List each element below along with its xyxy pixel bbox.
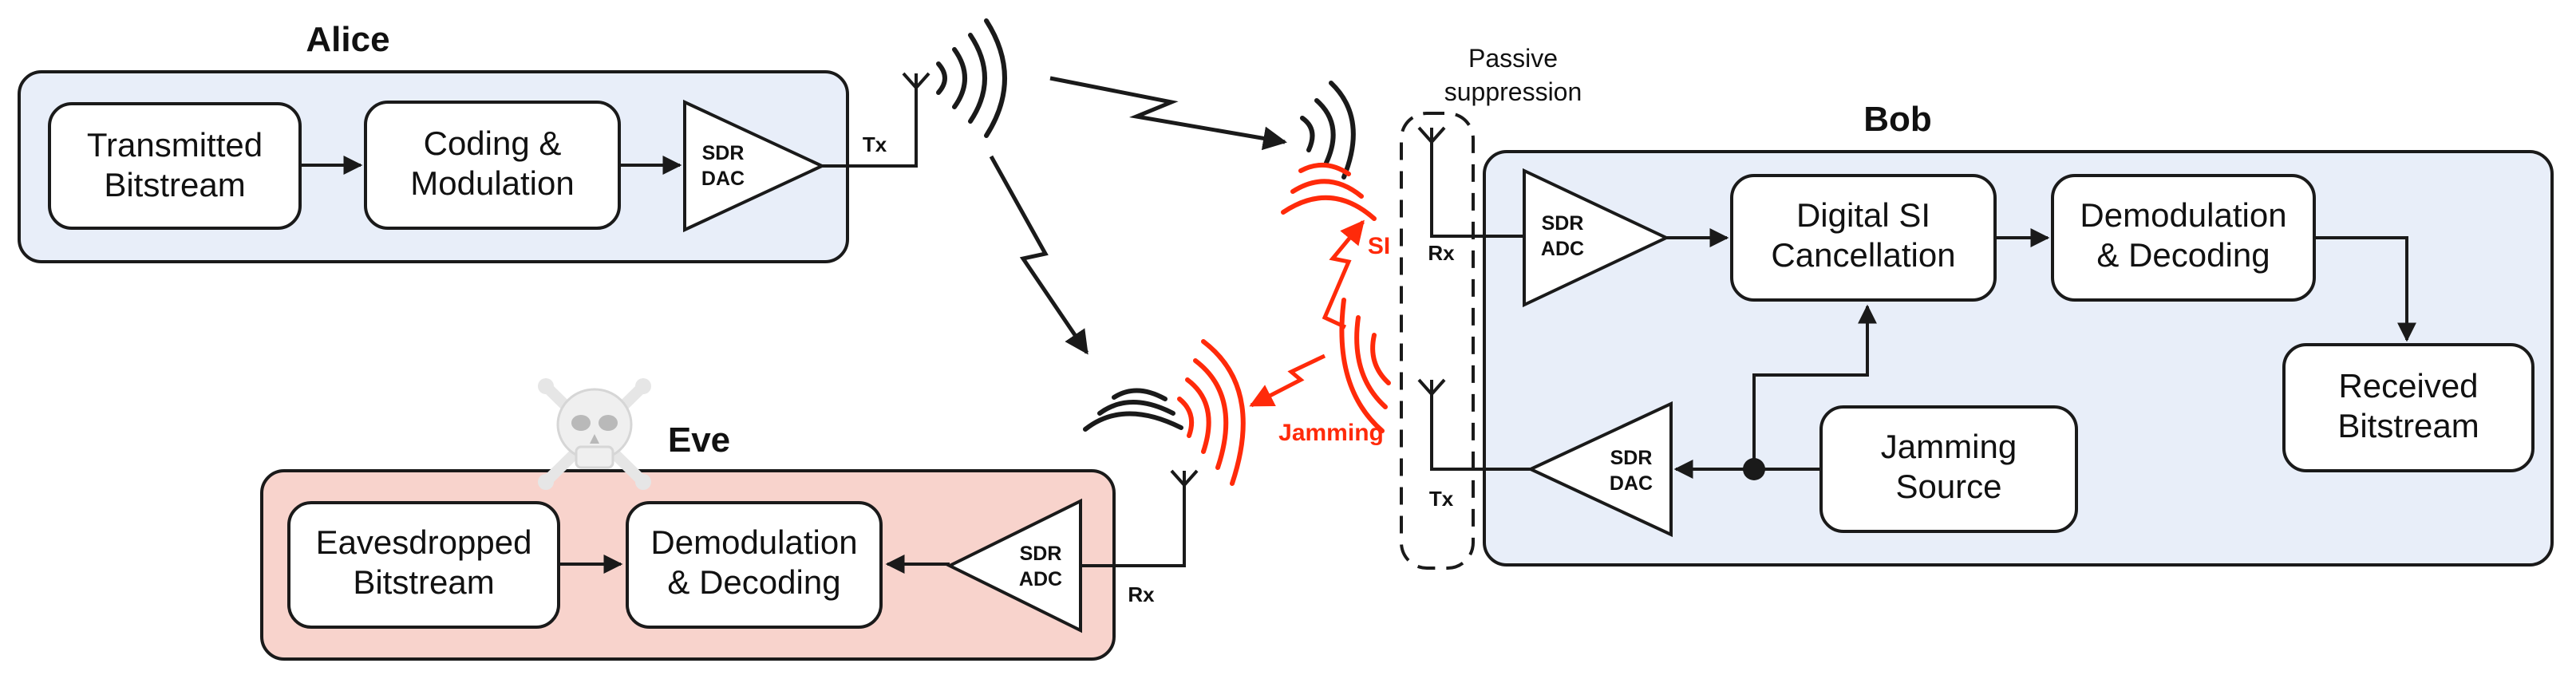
- alice-title: Alice: [306, 20, 389, 59]
- si-lightning-bolt-arrow-icon: [1322, 219, 1365, 330]
- eve-antenna-icon: [1170, 469, 1199, 488]
- bob-title: Bob: [1863, 100, 1932, 139]
- alice-tx-wire: [822, 88, 918, 168]
- bob-si-line1: Digital SI: [1796, 196, 1930, 234]
- jamming-lightning-bolt-arrow-icon: [1249, 353, 1326, 408]
- alice-antenna-icon: [902, 72, 930, 91]
- passive-suppression-line2: suppression: [1444, 77, 1582, 106]
- bob-received-bitstream-block: Received Bitstream: [2282, 343, 2535, 472]
- arrow-bob-demod-to-received: [2314, 236, 2416, 342]
- bob-rx-label: Rx: [1428, 241, 1455, 265]
- bob-demod-line2: & Decoding: [2096, 236, 2270, 274]
- alice-transmitted-line2: Bitstream: [104, 166, 245, 203]
- eve-title: Eve: [668, 420, 730, 460]
- bob-jamming-line2: Source: [1895, 468, 2001, 505]
- eve-eavesdropped-line2: Bitstream: [353, 563, 494, 601]
- bob-demod-line1: Demodulation: [2080, 196, 2286, 234]
- passive-suppression-region: [1400, 112, 1475, 570]
- passive-suppression-line1: Passive: [1468, 44, 1558, 73]
- bob-dac-line1: SDR: [1610, 447, 1653, 469]
- alice-radio-wave-icon: [936, 18, 1007, 138]
- eve-rx-label: Rx: [1128, 582, 1155, 606]
- alice-to-eve-lightning-bolt-arrow-icon: [989, 155, 1089, 355]
- bob-dac-line2: DAC: [1610, 472, 1653, 495]
- eve-rx-wire: [1081, 485, 1186, 567]
- eve-adc-line1: SDR: [1020, 543, 1062, 565]
- eve-demod-line2: & Decoding: [667, 563, 840, 601]
- bob-received-line2: Bitstream: [2337, 407, 2479, 444]
- bob-rx-wire: [1430, 142, 1524, 238]
- bob-jamming-source-block: Jamming Source: [1819, 405, 2078, 533]
- eve-eavesdropped-line1: Eavesdropped: [316, 523, 532, 561]
- bob-digital-si-cancellation-block: Digital SI Cancellation: [1730, 174, 1997, 302]
- skull-crossbones-icon: [538, 378, 651, 490]
- jamming-label: Jamming: [1278, 420, 1384, 446]
- bob-tx-label: Tx: [1429, 487, 1454, 511]
- eve-eavesdropped-bitstream-block: Eavesdropped Bitstream: [287, 501, 560, 629]
- alice-transmitted-bitstream-block: Transmitted Bitstream: [48, 102, 302, 230]
- bob-adc-line1: SDR: [1542, 212, 1584, 235]
- eve-adc-line2: ADC: [1019, 568, 1062, 590]
- bob-si-line2: Cancellation: [1771, 236, 1955, 274]
- bob-demod-decoding-block: Demodulation & Decoding: [2051, 174, 2316, 302]
- bob-adc-line2: ADC: [1541, 238, 1584, 260]
- bob-jamming-line1: Jamming: [1881, 428, 2017, 465]
- eve-received-jamming-wave-icon: [1177, 339, 1246, 486]
- eve-demod-line1: Demodulation: [650, 523, 857, 561]
- bob-sdr-adc-amplifier: SDR ADC: [1523, 168, 1670, 308]
- eve-demod-decoding-block: Demodulation & Decoding: [626, 501, 883, 629]
- alice-coding-line1: Coding &: [424, 124, 562, 162]
- self-interference-wave-icon: [1281, 162, 1377, 221]
- bob-tx-wire: [1430, 394, 1531, 471]
- alice-tx-label: Tx: [863, 132, 887, 156]
- alice-transmitted-line1: Transmitted: [87, 126, 263, 164]
- alice-to-bob-lightning-bolt-arrow-icon: [1049, 76, 1287, 151]
- jamming-wave-icon: [1339, 298, 1391, 433]
- bob-rx-antenna-icon: [1417, 126, 1446, 145]
- bob-tx-antenna-icon: [1417, 378, 1446, 397]
- bob-sdr-dac-amplifier: SDR DAC: [1527, 401, 1673, 538]
- si-label: SI: [1368, 233, 1390, 259]
- alice-dac-line1: SDR: [702, 142, 745, 164]
- alice-coding-line2: Modulation: [410, 164, 574, 202]
- bob-received-line1: Received: [2338, 367, 2478, 405]
- alice-coding-modulation-block: Coding & Modulation: [364, 101, 621, 230]
- alice-dac-line2: DAC: [701, 168, 745, 190]
- alice-sdr-dac-amplifier: SDR DAC: [683, 99, 826, 233]
- bob-incoming-radio-wave-icon: [1300, 81, 1356, 180]
- arrow-jamming-to-si: [1752, 304, 1877, 469]
- eve-radio-wave-icon: [1083, 388, 1183, 432]
